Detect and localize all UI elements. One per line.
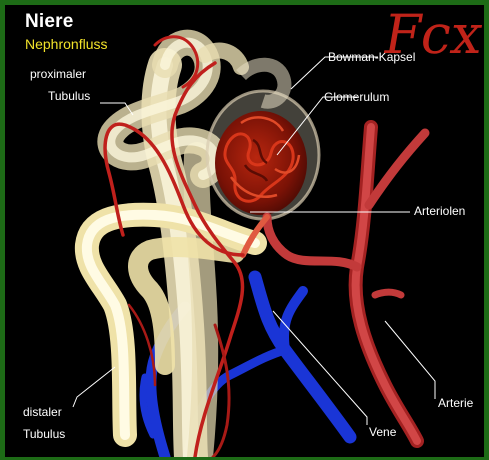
- label-arterie: Arterie: [438, 396, 473, 410]
- diagram-title: Niere: [25, 11, 74, 33]
- label-proximal-line1: proximaler: [30, 67, 86, 81]
- watermark-signature: Fcx: [379, 5, 484, 65]
- label-distal-line1: distaler: [23, 405, 62, 419]
- diagram-frame: Niere Nephronfluss proximaler Tubulus Bo…: [5, 5, 484, 457]
- label-glomerulum: Glomerulum: [324, 90, 389, 104]
- label-proximal-line2: Tubulus: [48, 89, 90, 103]
- label-arteriolen: Arteriolen: [414, 204, 465, 218]
- label-vene: Vene: [369, 425, 396, 439]
- label-distal-line2: Tubulus: [23, 427, 65, 441]
- diagram-subtitle: Nephronfluss: [25, 36, 108, 52]
- glomerulus: [215, 111, 307, 215]
